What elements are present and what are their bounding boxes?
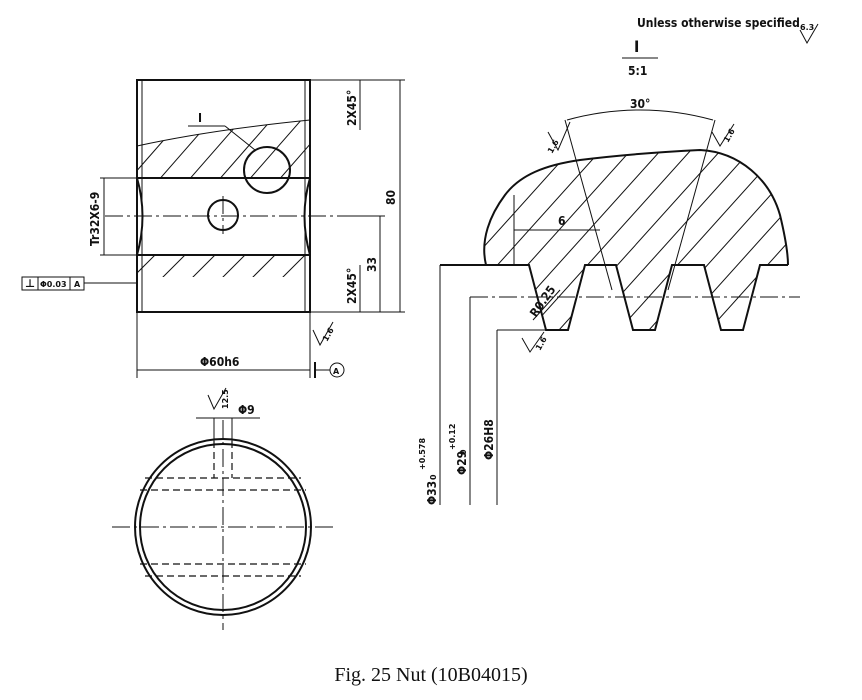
gdt-frame: ⊥ Φ0.03 A (21, 276, 137, 291)
gdt-tolerance: Φ0.03 (40, 280, 67, 289)
roughness-front: 1.6 (321, 326, 336, 343)
dim-length: 80 (384, 190, 398, 205)
dia-major-tol-low: 0 (429, 474, 438, 480)
datum-circle (329, 362, 345, 378)
thread-profile (440, 264, 788, 331)
roughness-root-icon (521, 331, 545, 353)
roughness-left: 1.6 (546, 138, 561, 155)
dia-major-tol-up: +0.578 (418, 438, 427, 470)
dia-pitch: Φ29 (455, 451, 469, 475)
angle-arc (566, 109, 714, 121)
gdt-symbol: ⊥ (25, 277, 35, 290)
roughness-left-icon (547, 121, 571, 152)
break-line (136, 119, 311, 147)
roughness-front-icon (312, 321, 334, 347)
bore-profile-right (303, 177, 311, 256)
dim-diameter: Φ60h6 (200, 355, 239, 369)
hatch-bottom (137, 255, 306, 277)
note-text: Unless otherwise specified (637, 16, 800, 30)
dia-pitch-tol-up: +0.12 (448, 424, 457, 450)
detail-marker-label: I (198, 111, 202, 125)
roughness-side-icon (207, 387, 227, 411)
dim-half-length: 33 (365, 257, 379, 272)
roughness-root: 1.6 (534, 335, 549, 352)
datum-label: A (333, 367, 340, 376)
figure-caption: Fig. 25 Nut (10B04015) (334, 664, 528, 686)
break-boundary (483, 148, 789, 266)
detail-scale: 5:1 (628, 64, 647, 78)
detail-label: I (634, 37, 639, 56)
detail-pitch: 6 (558, 214, 566, 228)
gdt-datum: A (74, 280, 81, 289)
detail-circle (243, 146, 291, 194)
thread-spec: Tr32X6-9 (88, 192, 102, 246)
front-view: I 80 33 2X45° 2X45° Tr32X6-9 ⊥ Φ0.03 A (21, 79, 405, 378)
hole-diameter: Φ9 (238, 403, 255, 417)
thread-hatch (484, 150, 788, 330)
roughness-right-icon (711, 123, 735, 147)
side-view: Φ9 12.5 (112, 387, 335, 630)
roughness-right: 1.6 (722, 127, 737, 144)
dia-major: Φ33 (425, 481, 439, 505)
note-roughness: 6.3 (800, 23, 814, 32)
detail-view: Unless otherwise specified 6.3 I 5:1 30° (418, 16, 819, 505)
detail-angle: 30° (630, 97, 650, 111)
chamfer-top-dim: 2X45° (345, 90, 359, 126)
dia-pitch-tol-low: 0 (459, 449, 468, 455)
roughness-note-icon (799, 23, 819, 45)
dia-minor: Φ26H8 (482, 419, 496, 460)
roughness-side: 12.5 (221, 389, 230, 409)
chamfer-bottom-dim: 2X45° (345, 268, 359, 304)
